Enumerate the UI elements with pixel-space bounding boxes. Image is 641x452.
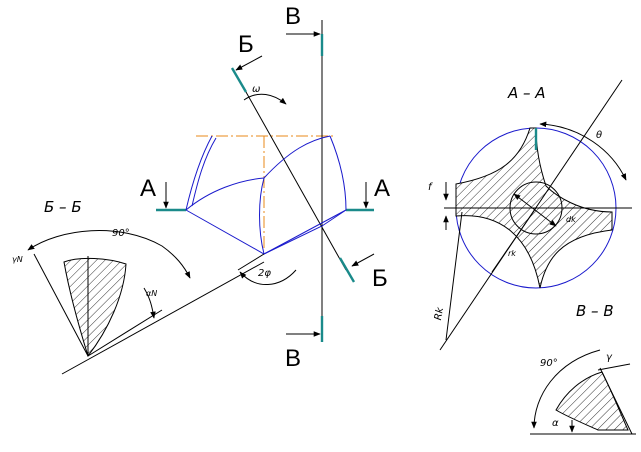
cut-label-v-top: В: [285, 3, 301, 30]
cut-label-a-right: А: [374, 175, 390, 202]
section-vv-gamma-ref: [597, 363, 631, 371]
cut-line-b-bottom: [338, 257, 356, 283]
rk-label: rk: [508, 249, 516, 258]
section-vv-profile: [555, 371, 629, 431]
two-phi-label: 2φ: [258, 268, 271, 279]
section-bb-gamma-label: γN: [12, 255, 23, 264]
section-vv-90-label: 90°: [540, 358, 558, 369]
section-bb-title: Б – Б: [44, 198, 82, 216]
cut-label-a-left: А: [140, 175, 156, 202]
theta-arc: [539, 121, 627, 181]
omega-label: ω: [252, 84, 260, 95]
theta-label: θ: [596, 130, 602, 141]
left-flute-edge: [185, 135, 213, 211]
f-label: f: [428, 182, 433, 193]
section-vv: В – В 90° γ α: [530, 302, 636, 435]
section-aa-title: А – А: [507, 84, 546, 102]
cutting-edge-right: [263, 135, 331, 179]
section-aa: А – А θ f dk rk Rk: [428, 79, 632, 351]
cut-label-b-bottom: Б: [372, 265, 388, 292]
dk-label: dk: [566, 215, 576, 224]
cutting-edge-left: [185, 177, 265, 211]
section-bb-normal: [87, 309, 163, 357]
cut-line-b-top: [230, 67, 248, 93]
section-bb-alpha-label: αN: [146, 289, 157, 298]
two-phi-arc: [239, 269, 297, 285]
section-vv-edge: [599, 367, 633, 435]
section-bb-profile: [63, 257, 127, 358]
main-view: В В Б Б А А ω 2φ: [140, 3, 390, 372]
section-bb-base-line: [61, 261, 265, 375]
right-flute-edge: [329, 135, 347, 211]
gamma-label: γ: [606, 352, 613, 363]
section-vv-title: В – В: [576, 302, 614, 320]
cut-label-b-top: Б: [238, 31, 254, 58]
section-vv-90-arc: [531, 349, 601, 429]
section-bb: Б – Б 90° γN αN: [12, 198, 265, 375]
chisel-edge: [259, 177, 265, 255]
omega-arc: [243, 93, 287, 105]
arrow-b-top: [235, 55, 263, 71]
lip-right: [263, 209, 347, 255]
arrow-b-bottom: [351, 253, 375, 267]
section-line-b: [245, 91, 347, 271]
rk-line: [491, 207, 537, 273]
alpha-label: α: [552, 418, 559, 429]
Rk-line: [445, 211, 463, 341]
Rk-label: Rk: [433, 305, 446, 321]
section-bb-alpha-arc: [143, 287, 156, 319]
section-bb-90-arc: [27, 230, 191, 279]
cut-label-v-bottom: В: [285, 345, 301, 372]
phi-ref-left: [237, 253, 265, 271]
left-flute-edge-inner: [191, 137, 217, 207]
section-bb-90-label: 90°: [112, 228, 130, 239]
